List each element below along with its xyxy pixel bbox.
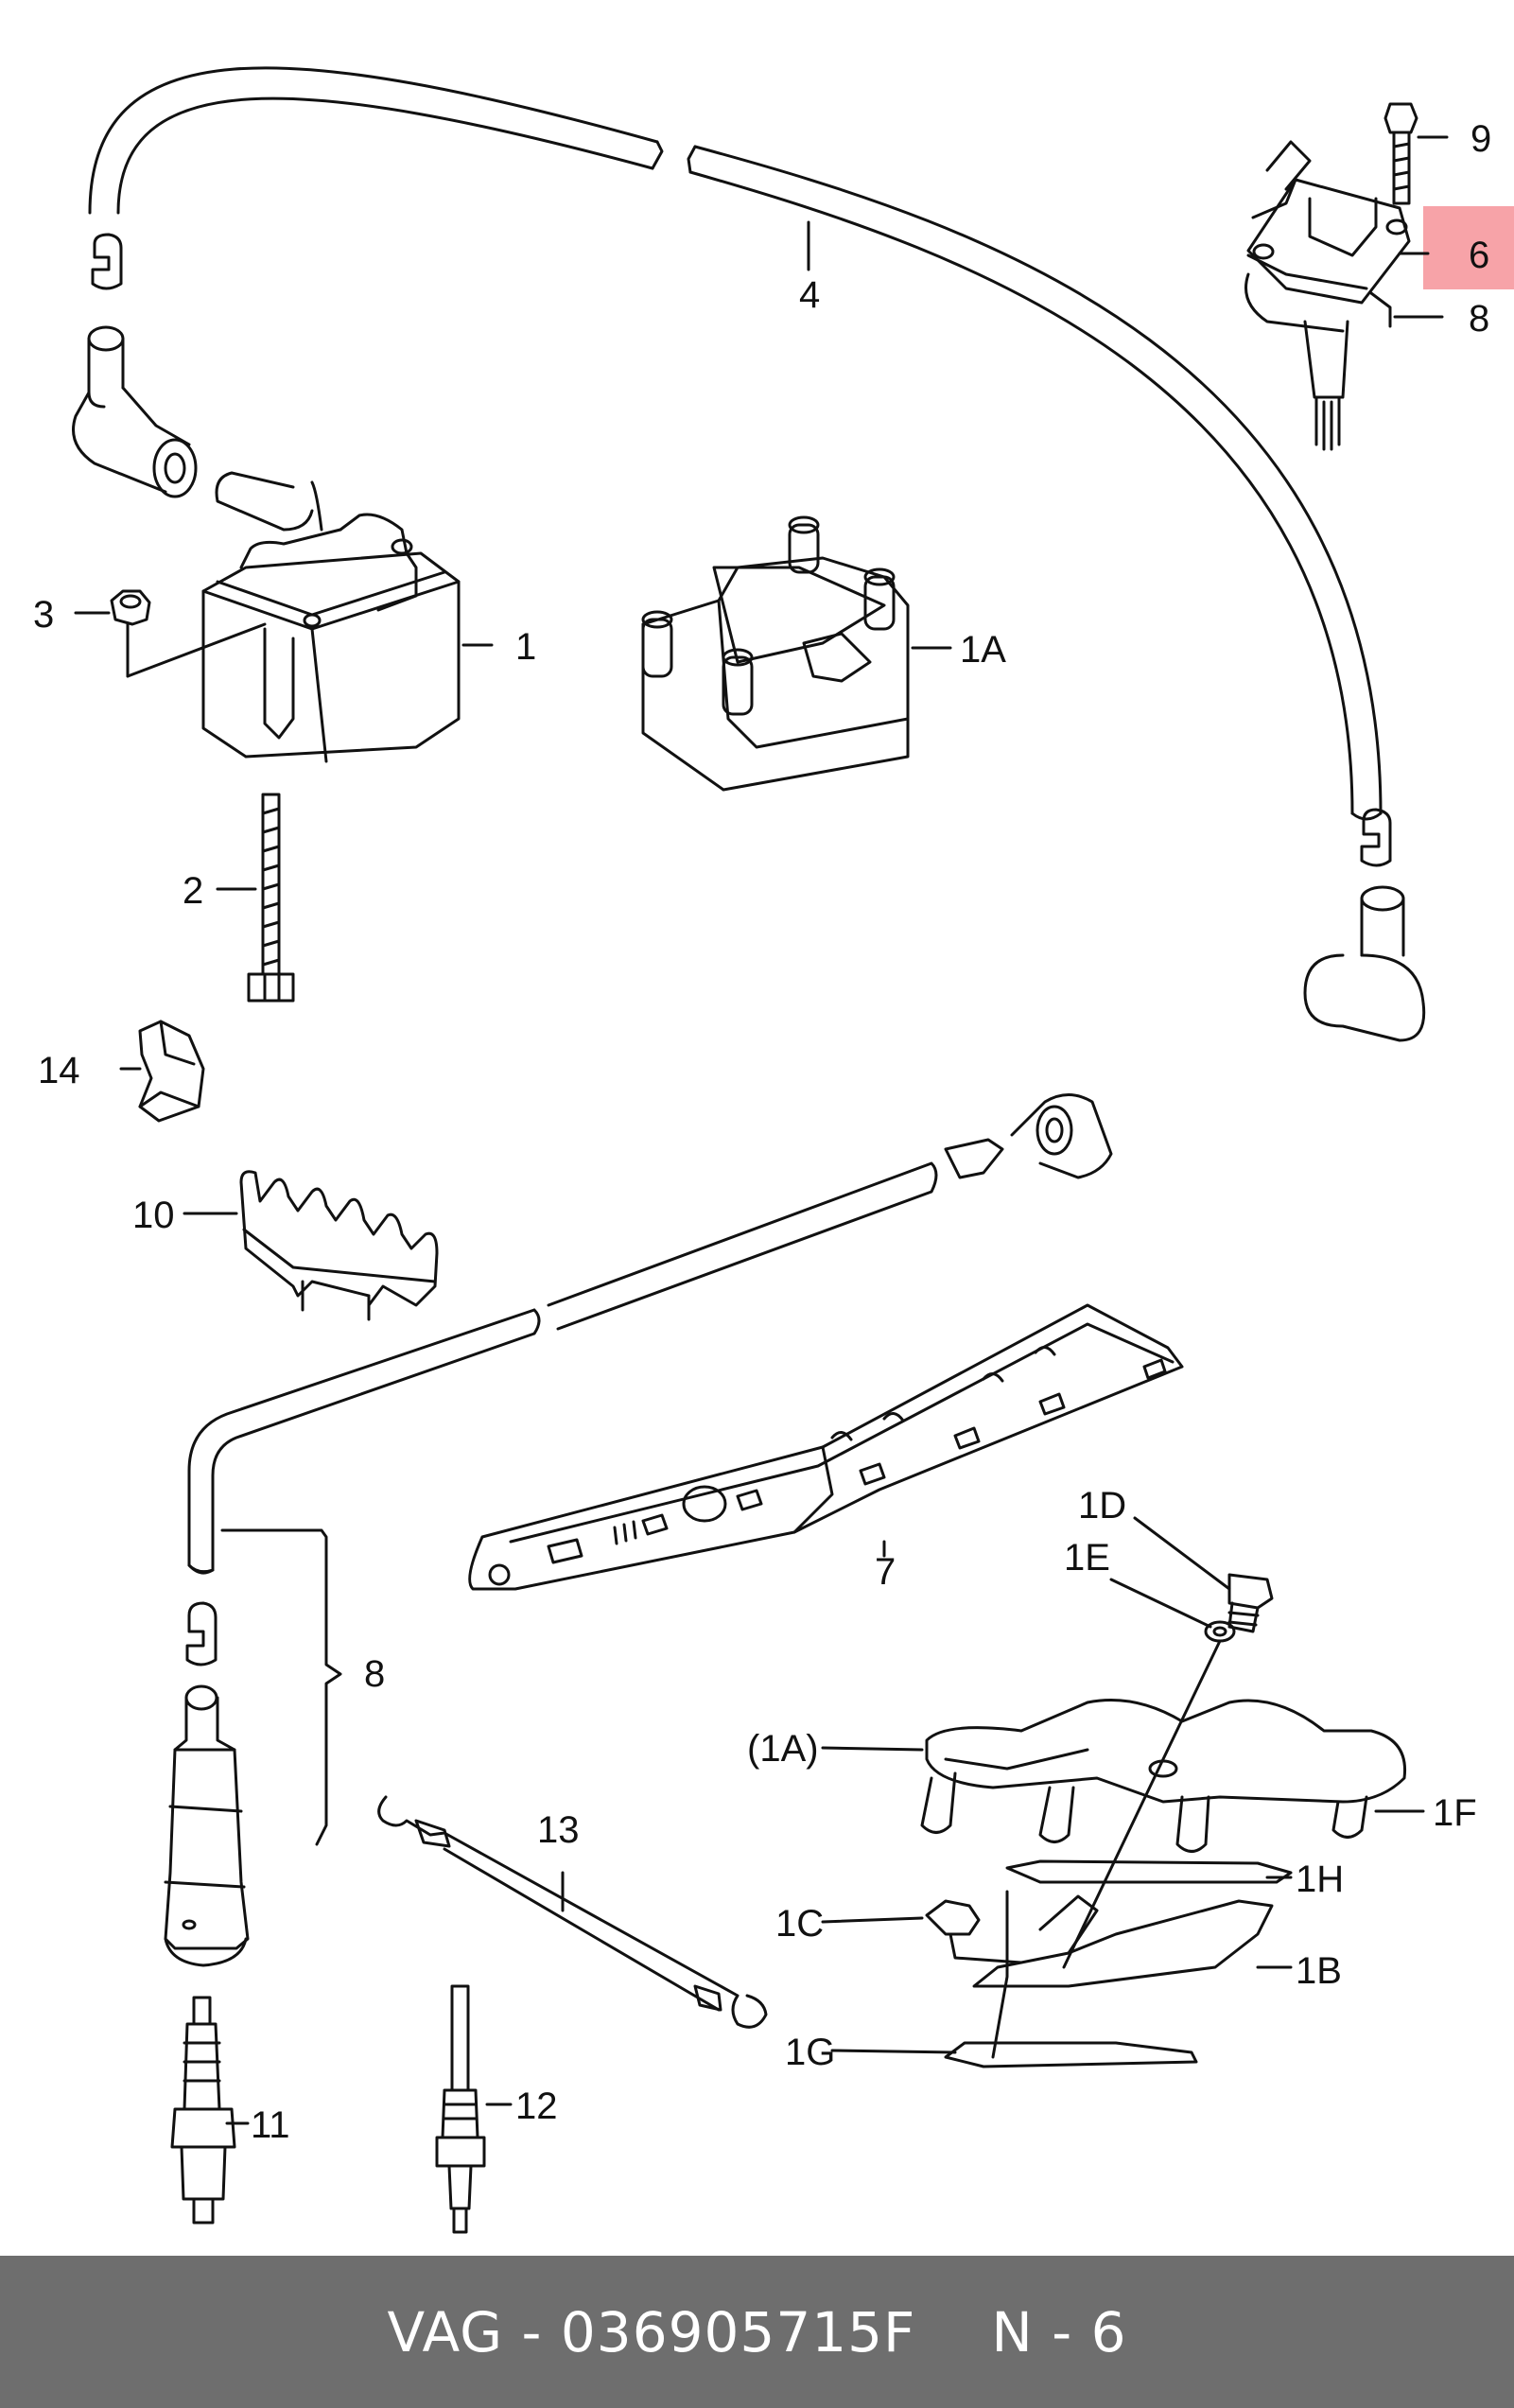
highlight-box-6 <box>1423 206 1514 289</box>
callout-1F: 1F <box>1433 1792 1477 1834</box>
lead-4-boot-left <box>72 233 198 498</box>
callout-1E: 1E <box>1064 1537 1110 1579</box>
footer-separator-2 <box>542 2300 560 2364</box>
footer-separator <box>503 2300 521 2364</box>
cable-holder-10 <box>239 1170 439 1321</box>
callout-1A: 1A <box>960 629 1006 671</box>
ground-strap-13 <box>377 1795 768 2029</box>
callout-1: 1 <box>515 626 536 668</box>
nut-3 <box>110 589 151 678</box>
callout-11: 11 <box>251 2104 290 2146</box>
part-number: 036905715F <box>560 2299 916 2364</box>
callout-14: 14 <box>38 1050 80 1091</box>
leader-lines <box>74 135 1449 2125</box>
callout-10: 10 <box>132 1195 175 1236</box>
rail-7 <box>468 1303 1184 1591</box>
ignition-coil-6-assembly <box>1244 102 1418 451</box>
callout-2: 2 <box>183 870 203 912</box>
callout-13: 13 <box>537 1809 580 1851</box>
callout-1H: 1H <box>1296 1858 1344 1900</box>
bracket-assembly <box>920 1573 1407 2068</box>
position-label: N - 6 <box>991 2299 1127 2364</box>
lead-4-boot-right <box>1303 808 1426 1042</box>
callout-labels: 1 1A 2 3 4 9 6 8 14 10 8 7 1D 1E (1A) 1F… <box>33 118 1491 2146</box>
callout-8: 8 <box>364 1653 385 1695</box>
separator-dash: - <box>521 2299 543 2364</box>
part-number-footer: VAG - 036905715F N - 6 <box>0 2256 1514 2408</box>
callout-1G: 1G <box>785 2032 835 2073</box>
clip-14 <box>138 1020 205 1123</box>
ignition-lead-4 <box>88 66 1383 821</box>
callout-1B: 1B <box>1296 1950 1342 1992</box>
glow-plug-12 <box>435 1984 486 2234</box>
brand-label: VAG <box>387 2299 504 2364</box>
callout-7: 7 <box>875 1551 896 1593</box>
callout-3: 3 <box>33 594 54 636</box>
callout-1C: 1C <box>775 1903 824 1945</box>
bolt-2 <box>247 793 295 1003</box>
callout-1D: 1D <box>1078 1485 1126 1527</box>
parts-diagram: 1 1A 2 3 4 9 6 8 14 10 8 7 1D 1E (1A) 1F… <box>33 66 1514 2234</box>
ignition-coil-1 <box>126 471 461 763</box>
callout-1A-ref: (1A) <box>747 1728 819 1770</box>
callout-12: 12 <box>515 2085 558 2127</box>
callout-9: 9 <box>1470 118 1491 160</box>
ignition-lead-8 <box>187 1093 1113 1575</box>
callout-6: 6 <box>1469 235 1489 276</box>
spark-plug-11 <box>170 1996 236 2225</box>
ignition-coil-1A <box>641 515 910 792</box>
callout-8-top: 8 <box>1469 298 1489 340</box>
spark-plug-boot-8 <box>164 1601 250 1967</box>
callout-4: 4 <box>799 274 820 316</box>
